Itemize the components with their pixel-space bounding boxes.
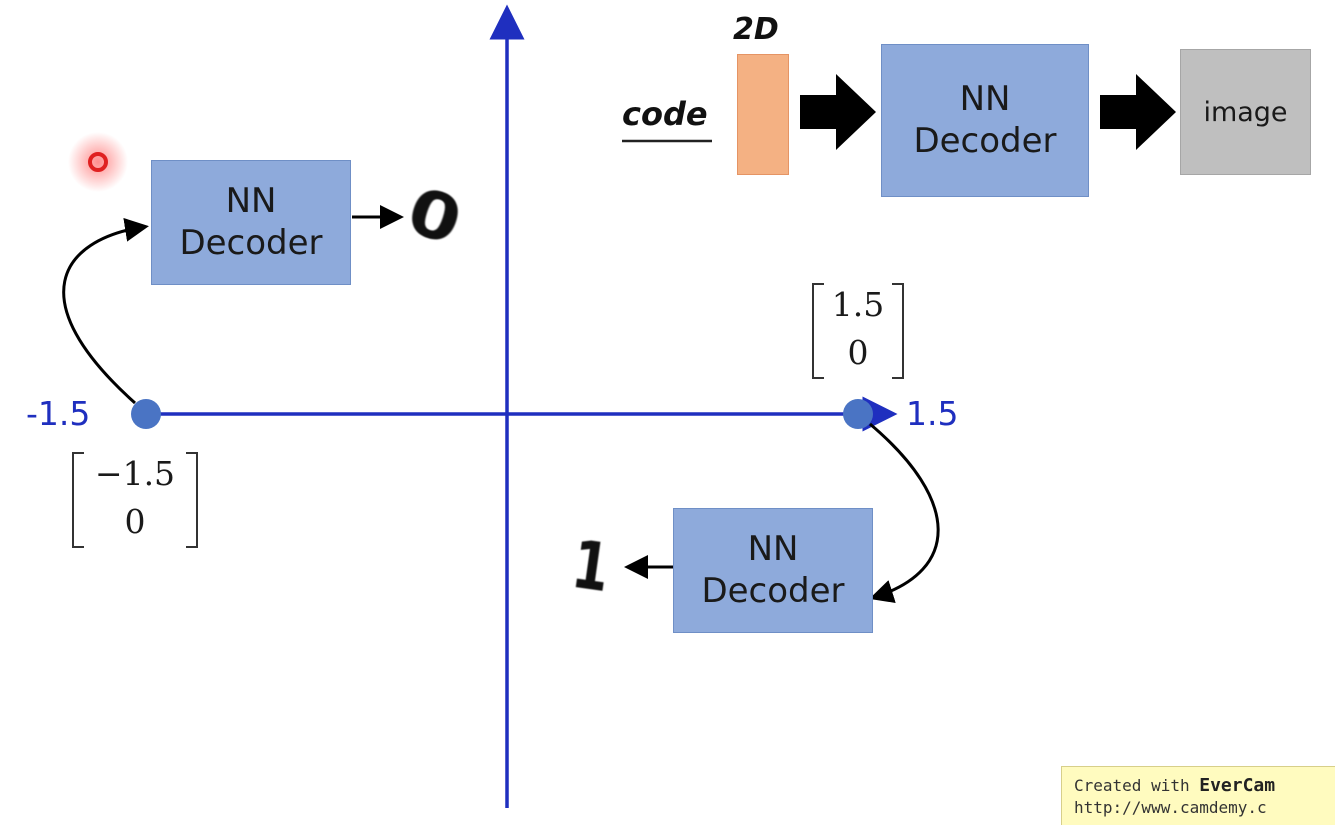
decoder-line2: Decoder — [179, 222, 323, 263]
watermark-prefix: Created with — [1074, 776, 1200, 795]
dim-label: 2D — [733, 12, 779, 47]
code-label: code — [622, 95, 708, 133]
bracket-right — [186, 452, 198, 548]
curve-arrow-left — [62, 217, 149, 405]
cursor-ring — [88, 152, 108, 172]
watermark-url: http://www.camdemy.c — [1074, 798, 1267, 817]
vector-right: 1.5 0 — [812, 283, 904, 379]
block-arrow-2 — [1100, 74, 1176, 150]
decoder-line2: Decoder — [701, 570, 845, 611]
bracket-left — [812, 283, 824, 379]
decoder-box-pipeline: NN Decoder — [881, 44, 1089, 197]
vector-left: −1.5 0 — [72, 452, 198, 548]
decoder-line1: NN — [225, 181, 277, 222]
x-axis-pos-label: 1.5 — [906, 394, 959, 433]
curve-arrow-right — [869, 422, 940, 603]
watermark-brand: EverCam — [1199, 775, 1276, 796]
vector-right-bottom: 0 — [847, 333, 869, 372]
vector-left-bottom: 0 — [124, 502, 146, 541]
image-box: image — [1180, 49, 1311, 175]
decoder-line1: NN — [959, 79, 1011, 120]
vector-right-top: 1.5 — [831, 285, 885, 324]
x-axis-neg-label: -1.5 — [26, 394, 91, 433]
watermark: Created with EverCam http://www.camdemy.… — [1061, 766, 1335, 825]
cursor-glow — [68, 132, 128, 192]
point-right — [843, 399, 873, 429]
code-vector-bar — [737, 54, 789, 175]
bracket-left — [72, 452, 84, 548]
decoder-line1: NN — [747, 529, 799, 570]
bracket-right — [892, 283, 904, 379]
decoder-line2: Decoder — [913, 120, 1057, 161]
watermark-line1: Created with EverCam — [1074, 775, 1335, 797]
vector-left-top: −1.5 — [94, 454, 176, 493]
decoder-box-top-left: NN Decoder — [151, 160, 351, 285]
block-arrow-1 — [800, 74, 876, 150]
point-left — [131, 399, 161, 429]
decoder-box-bottom-right: NN Decoder — [673, 508, 873, 633]
